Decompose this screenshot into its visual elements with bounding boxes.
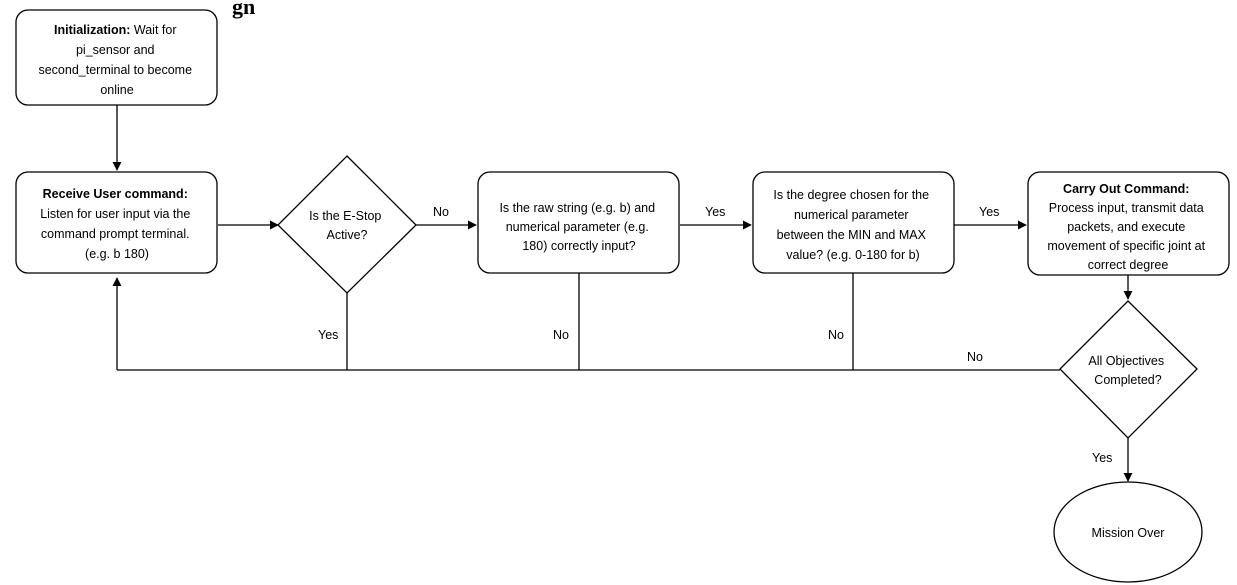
decision-estop-active [277, 155, 417, 294]
decision-degree-range [752, 171, 955, 274]
decision-all-objectives-completed [1059, 300, 1198, 439]
node-initialization [15, 9, 218, 106]
terminal-mission-over [1053, 481, 1203, 583]
terminal-mission-over-text: Mission Over [1092, 526, 1165, 540]
edge-label-estop-yes: Yes [318, 328, 338, 342]
node-carry-out-command-text: Carry Out Command: Process input, transm… [1047, 182, 1208, 272]
node-carry-out-command [1027, 171, 1230, 276]
edge-label-raw-no: No [553, 328, 569, 342]
edge-label-degree-no: No [828, 328, 844, 342]
node-receive-user-command [15, 171, 218, 274]
node-initialization-text: Initialization: Wait for pi_sensor and s… [38, 23, 195, 97]
edge-label-objectives-yes: Yes [1092, 451, 1112, 465]
edge-label-estop-no: No [433, 205, 449, 219]
edge-label-raw-yes: Yes [705, 205, 725, 219]
edge-label-degree-yes: Yes [979, 205, 999, 219]
title-fragment: gn [232, 0, 255, 19]
decision-raw-string-input-text: Is the raw string (e.g. b) and numerical… [499, 201, 658, 253]
decision-degree-range-text: Is the degree chosen for the numerical p… [773, 188, 932, 262]
decision-all-objectives-completed-text: All Objectives Completed? [1088, 354, 1167, 387]
decision-raw-string-input [477, 171, 680, 274]
node-receive-user-command-text: Receive User command: Listen for user in… [40, 187, 194, 261]
decision-estop-active-text: Is the E-Stop Active? [309, 209, 385, 242]
edge-label-objectives-no: No [967, 350, 983, 364]
